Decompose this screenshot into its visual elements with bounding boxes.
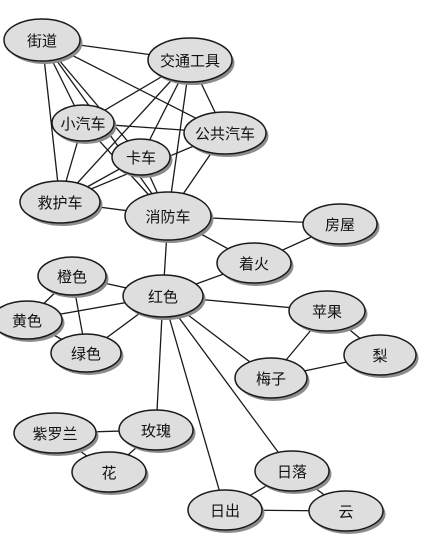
edge-jiaotong-xiaofang (167, 59, 191, 217)
node-ellipse (288, 290, 366, 332)
node-xiaoqiche: 小汽车 (51, 104, 117, 144)
node-jiedao: 街道 (3, 18, 83, 64)
node-label: 房屋 (325, 216, 355, 234)
node-ellipse (234, 357, 308, 399)
node-ellipse (124, 191, 212, 241)
node-ellipse (51, 104, 115, 142)
node-label: 公共汽车 (195, 125, 255, 143)
node-zhaohuo: 着火 (216, 242, 294, 286)
node-ellipse (111, 138, 171, 176)
node-label: 玫瑰 (141, 422, 171, 440)
node-label: 梨 (372, 347, 387, 365)
node-label: 交通工具 (160, 52, 220, 70)
node-label: 日落 (277, 463, 307, 481)
node-label: 花 (101, 464, 116, 482)
node-pingguo: 苹果 (288, 290, 368, 334)
node-label: 橙色 (57, 268, 87, 286)
node-meizi: 梅子 (234, 357, 310, 401)
node-label: 着火 (239, 255, 269, 273)
node-lvse: 绿色 (50, 333, 124, 375)
node-ellipse (187, 489, 263, 531)
node-ellipse (122, 274, 204, 318)
node-richu: 日出 (187, 489, 265, 533)
node-hua: 花 (71, 451, 149, 495)
node-ellipse (50, 333, 122, 373)
edge-jiedao-jiuhu (41, 39, 61, 203)
node-label: 云 (338, 503, 353, 521)
node-label: 日出 (210, 502, 240, 520)
node-yun: 云 (308, 490, 386, 534)
node-jiaotong: 交通工具 (147, 37, 235, 85)
node-fangwu: 房屋 (302, 203, 380, 247)
node-ellipse (216, 242, 292, 284)
node-ellipse (302, 203, 378, 245)
node-label: 黄色 (12, 312, 42, 330)
node-riluo: 日落 (254, 450, 332, 494)
node-ellipse (118, 409, 194, 451)
edge-hongse-richu (162, 295, 226, 511)
node-ellipse (71, 451, 147, 493)
node-ellipse (0, 300, 63, 340)
node-ellipse (343, 334, 417, 376)
node-label: 小汽车 (60, 115, 105, 133)
node-ellipse (183, 111, 267, 155)
node-jiuhu: 救护车 (19, 180, 103, 226)
edge-hongse-riluo (162, 295, 293, 472)
node-label: 紫罗兰 (32, 425, 77, 443)
node-li: 梨 (343, 334, 419, 378)
node-hongse: 红色 (122, 274, 206, 320)
node-label: 救护车 (37, 194, 82, 212)
node-ellipse (37, 256, 107, 296)
node-meigui: 玫瑰 (118, 409, 196, 453)
node-ellipse (19, 180, 101, 224)
edge-jiaotong-jiuhu (59, 59, 191, 203)
node-label: 绿色 (71, 345, 101, 363)
node-label: 卡车 (126, 149, 156, 167)
node-kache: 卡车 (111, 138, 173, 178)
node-ellipse (3, 18, 81, 62)
node-label: 红色 (148, 288, 178, 306)
node-ellipse (147, 37, 233, 83)
node-huangse: 黄色 (0, 300, 65, 342)
node-ellipse (13, 412, 97, 454)
node-label: 梅子 (256, 370, 286, 388)
node-label: 苹果 (312, 303, 342, 321)
node-chengse: 橙色 (37, 256, 109, 298)
node-ellipse (254, 450, 330, 492)
node-ziluolan: 紫罗兰 (13, 412, 99, 456)
node-label: 消防车 (145, 208, 190, 226)
node-ellipse (308, 490, 384, 532)
node-gonggong: 公共汽车 (183, 111, 269, 157)
node-xiaofang: 消防车 (124, 191, 214, 243)
node-label: 街道 (27, 32, 57, 50)
